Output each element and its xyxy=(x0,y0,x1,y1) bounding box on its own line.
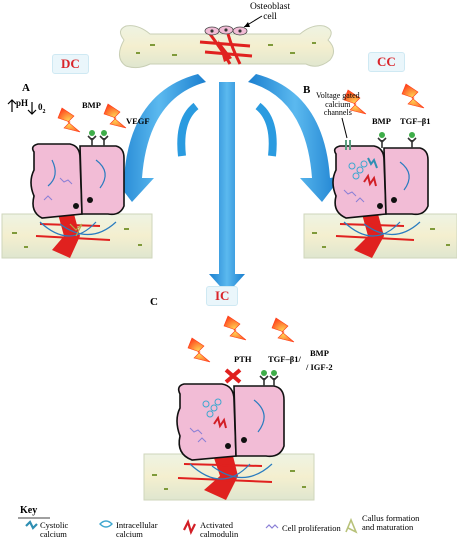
dc-oxygen-label: 02 xyxy=(38,102,46,115)
tag-dc: DC xyxy=(52,54,89,74)
cc-receptors xyxy=(377,137,417,148)
dc-prolif xyxy=(43,177,73,201)
dc-vegf-label: VEGF xyxy=(126,116,150,126)
ic-pth-label: PTH xyxy=(234,354,252,364)
cc-tgf-label: TGF–β1 xyxy=(400,116,431,126)
ic-igf-label: / IGF-2 xyxy=(306,362,333,372)
key-title: Key xyxy=(20,505,38,516)
lightning-bolt-icon xyxy=(401,83,425,109)
cc-bone xyxy=(303,213,457,259)
cc-vgcc xyxy=(345,140,351,150)
ic-bmp-label: BMP xyxy=(310,348,329,358)
intracellular-calcium-icon xyxy=(99,520,113,528)
letter-c: C xyxy=(150,296,158,308)
panel-cc xyxy=(303,83,457,259)
osteoblast-label: Osteoblast cell xyxy=(250,2,291,22)
cc-calcium xyxy=(348,160,368,180)
ic-prolif xyxy=(189,427,207,443)
lightning-bolt-icon xyxy=(187,337,211,363)
dc-receptors xyxy=(87,135,109,146)
ic-calcium xyxy=(202,398,222,418)
dc-bone xyxy=(1,213,153,259)
callus-icon xyxy=(345,517,358,534)
letter-a: A xyxy=(22,82,30,94)
arrow-curve-cc xyxy=(248,74,342,202)
cc-prolif xyxy=(343,189,365,203)
letter-b: B xyxy=(303,84,311,96)
calmodulin-icon xyxy=(363,173,377,187)
blue-arrows xyxy=(112,74,342,294)
cytosolic-calcium-icon xyxy=(25,520,38,530)
lightning-bolt-icon xyxy=(271,317,295,343)
bone-speckles xyxy=(136,42,316,56)
calmodulin-icon xyxy=(183,519,196,535)
lightning-bolt-icon xyxy=(223,315,247,341)
cc-vgcc-label: Voltage gated calcium channels xyxy=(316,91,360,117)
key-legend xyxy=(18,517,358,535)
osteoblast-cells xyxy=(204,25,248,36)
lightning-bolt-icon xyxy=(57,107,81,133)
dc-callus xyxy=(69,223,83,237)
tag-cc: CC xyxy=(368,52,405,72)
blocked-x-icon xyxy=(224,368,242,384)
top-bone xyxy=(119,15,334,69)
arrow-curve-dc xyxy=(112,74,206,202)
lightning-bolt-icon xyxy=(103,103,127,129)
tag-ic: IC xyxy=(206,286,239,306)
arrow-down-ic xyxy=(209,82,245,294)
lightning-bolt-icon xyxy=(343,89,367,115)
calmodulin-icon xyxy=(213,415,227,429)
dc-bmp-label: BMP xyxy=(82,100,101,110)
ic-bone xyxy=(143,452,315,501)
panel-dc xyxy=(1,99,153,259)
ic-cells xyxy=(176,383,285,461)
ic-tgf-label: TGF–β1/ xyxy=(268,354,301,364)
key-item-proliferation: Cell proliferation xyxy=(282,523,341,533)
proliferation-icon xyxy=(265,524,279,529)
dc-ph-label: pH xyxy=(16,98,29,108)
cc-bmp-label: BMP xyxy=(372,116,391,126)
ic-receptors xyxy=(259,375,279,386)
panel-ic xyxy=(143,315,315,501)
